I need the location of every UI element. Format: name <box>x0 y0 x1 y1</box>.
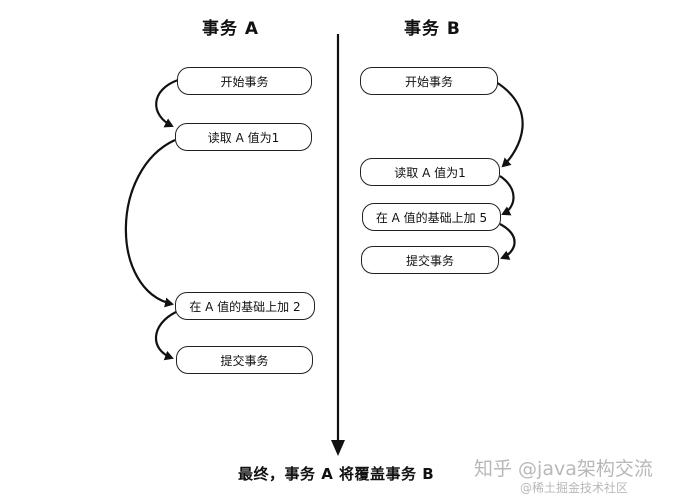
a-step-read: 读取 A 值为1 <box>175 123 312 151</box>
arrow-b-add-to-commit <box>499 223 516 260</box>
transaction-a-title: 事务 A <box>202 19 260 39</box>
arrow-a-start-to-read <box>155 78 179 128</box>
watermark-juejin: @稀土掘金技术社区 <box>520 481 629 495</box>
b-step-add: 在 A 值的基础上加 5 <box>362 203 501 231</box>
b-step-read: 读取 A 值为1 <box>360 158 500 186</box>
conclusion-text: 最终，事务 A 将覆盖事务 B <box>238 465 435 483</box>
b-step-start: 开始事务 <box>360 67 498 95</box>
watermark-zhihu: 知乎 @java架构交流 <box>474 458 653 480</box>
a-step-commit: 提交事务 <box>176 346 313 374</box>
a-step-start: 开始事务 <box>177 67 312 95</box>
b-step-commit: 提交事务 <box>361 246 499 274</box>
arrow-a-add-to-commit <box>154 311 177 361</box>
arrow-b-start-to-read <box>495 81 524 168</box>
a-step-add: 在 A 值的基础上加 2 <box>175 292 315 320</box>
timeline-arrowhead <box>331 440 345 456</box>
arrow-a-read-to-add <box>124 139 176 308</box>
arrow-b-read-to-add <box>499 175 515 216</box>
transaction-b-title: 事务 B <box>404 19 461 39</box>
